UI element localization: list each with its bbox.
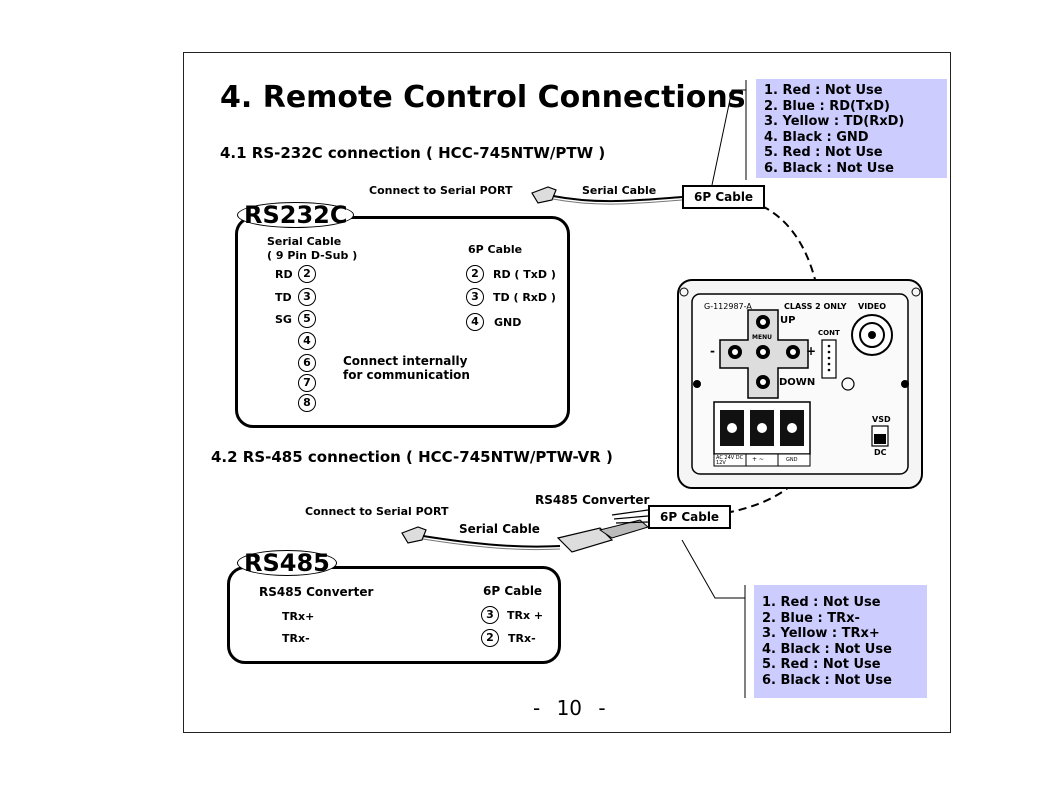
pin-label: TD ( RxD ) xyxy=(493,291,556,304)
rs232-tag: RS232C xyxy=(237,202,355,228)
serial-cable-label: Serial Cable xyxy=(582,184,657,197)
wire-legend-rs232: 1. Red : Not Use 2. Blue : RD(TxD) 3. Ye… xyxy=(756,79,947,178)
section-heading-rs485: 4.2 RS-485 connection ( HCC-745NTW/PTW-V… xyxy=(211,448,613,466)
pin-number: 4 xyxy=(298,332,316,350)
legend-item: 3. Yellow : TRx+ xyxy=(762,626,880,642)
serial-connector-2 xyxy=(401,509,650,553)
pin-label: SG xyxy=(275,313,292,326)
pin-label: RD xyxy=(275,268,293,281)
camera-cont-label: CONT xyxy=(818,329,840,337)
pin-number: 5 xyxy=(298,310,316,328)
six-p-cable-box: 6P Cable xyxy=(648,505,732,529)
section-heading-rs232: 4.1 RS-232C connection ( HCC-745NTW/PTW … xyxy=(220,144,606,162)
terminal-label: AC 24V DC 12V xyxy=(716,455,744,466)
camera-vsd-label: VSD xyxy=(872,415,891,424)
serial-cable-header: Serial Cable xyxy=(267,235,342,248)
connect-serial-port-label: Connect to Serial PORT xyxy=(369,184,513,197)
page-frame xyxy=(183,52,951,733)
legend-item: 6. Black : Not Use xyxy=(762,672,892,688)
pin-number: 7 xyxy=(298,374,316,392)
internal-note: for communication xyxy=(343,368,470,382)
six-p-cable-box: 6P Cable xyxy=(682,185,766,209)
rs485-tag: RS485 xyxy=(237,550,337,576)
legend-item: 3. Yellow : TD(RxD) xyxy=(764,114,905,130)
pin-number: 3 xyxy=(481,606,499,624)
page-title: 4. Remote Control Connections xyxy=(220,80,746,115)
legend-item: 4. Black : Not Use xyxy=(762,641,892,657)
rs485-converter-header: RS485 Converter xyxy=(259,585,374,599)
camera-menu-label: MENU xyxy=(752,334,772,341)
pin-label: RD ( TxD ) xyxy=(493,268,556,281)
camera-class-label: CLASS 2 ONLY xyxy=(784,302,847,311)
rs485-converter-label: RS485 Converter xyxy=(535,493,650,507)
legend-item: 5. Red : Not Use xyxy=(764,145,883,161)
pin-number: 8 xyxy=(298,394,316,412)
camera-plus-label: + xyxy=(806,344,817,358)
legend-item: 2. Blue : TRx- xyxy=(762,610,860,626)
six-p-cable-header: 6P Cable xyxy=(483,584,543,598)
pin-number: 2 xyxy=(481,629,499,647)
connect-serial-port-label: Connect to Serial PORT xyxy=(305,505,449,518)
six-p-cable-header: 6P Cable xyxy=(468,243,523,256)
legend-item: 2. Blue : RD(TxD) xyxy=(764,98,890,114)
camera-video-label: VIDEO xyxy=(858,302,887,311)
rs232-wiring-box xyxy=(235,216,570,428)
page-number: - 10 - xyxy=(533,696,606,720)
legend-item: 6. Black : Not Use xyxy=(764,160,894,176)
camera-model-label: G-112987-A xyxy=(704,302,752,311)
pin-label: TRx+ xyxy=(282,610,315,623)
pin-label: TD xyxy=(275,291,292,304)
dsub-header: ( 9 Pin D-Sub ) xyxy=(267,249,358,262)
camera-up-label: UP xyxy=(780,315,796,326)
pin-number: 3 xyxy=(466,288,484,306)
camera-down-label: DOWN xyxy=(779,377,816,388)
pin-number: 2 xyxy=(298,265,316,283)
camera-rear-panel xyxy=(677,279,923,489)
pin-label: GND xyxy=(494,316,522,329)
wire-legend-rs485: 1. Red : Not Use 2. Blue : TRx- 3. Yello… xyxy=(754,585,927,698)
legend-item: 4. Black : GND xyxy=(764,129,869,145)
legend-item: 5. Red : Not Use xyxy=(762,657,881,673)
pin-label: TRx- xyxy=(508,632,536,645)
pin-label: TRx + xyxy=(507,609,544,622)
terminal-label: + ~ xyxy=(752,456,764,463)
pin-number: 2 xyxy=(466,265,484,283)
terminal-label: GND xyxy=(786,457,798,463)
internal-note: Connect internally xyxy=(343,354,468,368)
legend-item: 1. Red : Not Use xyxy=(762,595,881,610)
pin-number: 3 xyxy=(298,288,316,306)
serial-cable-label: Serial Cable xyxy=(459,522,540,536)
pin-label: TRx- xyxy=(282,632,310,645)
legend-item: 1. Red : Not Use xyxy=(764,83,883,98)
camera-dc-label: DC xyxy=(874,448,887,457)
serial-connector-1 xyxy=(531,186,683,205)
camera-minus-label: - xyxy=(710,344,715,358)
rs485-wiring-box xyxy=(227,566,561,664)
pin-number: 4 xyxy=(466,313,484,331)
pin-number: 6 xyxy=(298,354,316,372)
